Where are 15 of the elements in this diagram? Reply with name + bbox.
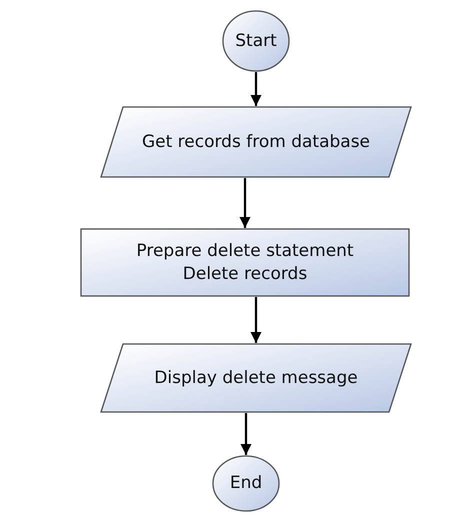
arrow (240, 413, 252, 455)
arrow (250, 297, 262, 343)
process-box (80, 228, 410, 297)
start-terminal (222, 10, 290, 72)
end-terminal (212, 455, 280, 512)
arrow (240, 178, 250, 228)
input-output-parallelogram (100, 106, 412, 178)
node-label: Delete records (182, 262, 308, 285)
node-label: Start (235, 30, 277, 52)
input-output-parallelogram (100, 343, 412, 413)
node-label: End (230, 472, 262, 495)
arrow (250, 72, 262, 106)
node-label: Get records from database (142, 130, 370, 154)
node-label: Prepare delete statement (136, 240, 354, 262)
node-label: Display delete message (154, 366, 358, 390)
